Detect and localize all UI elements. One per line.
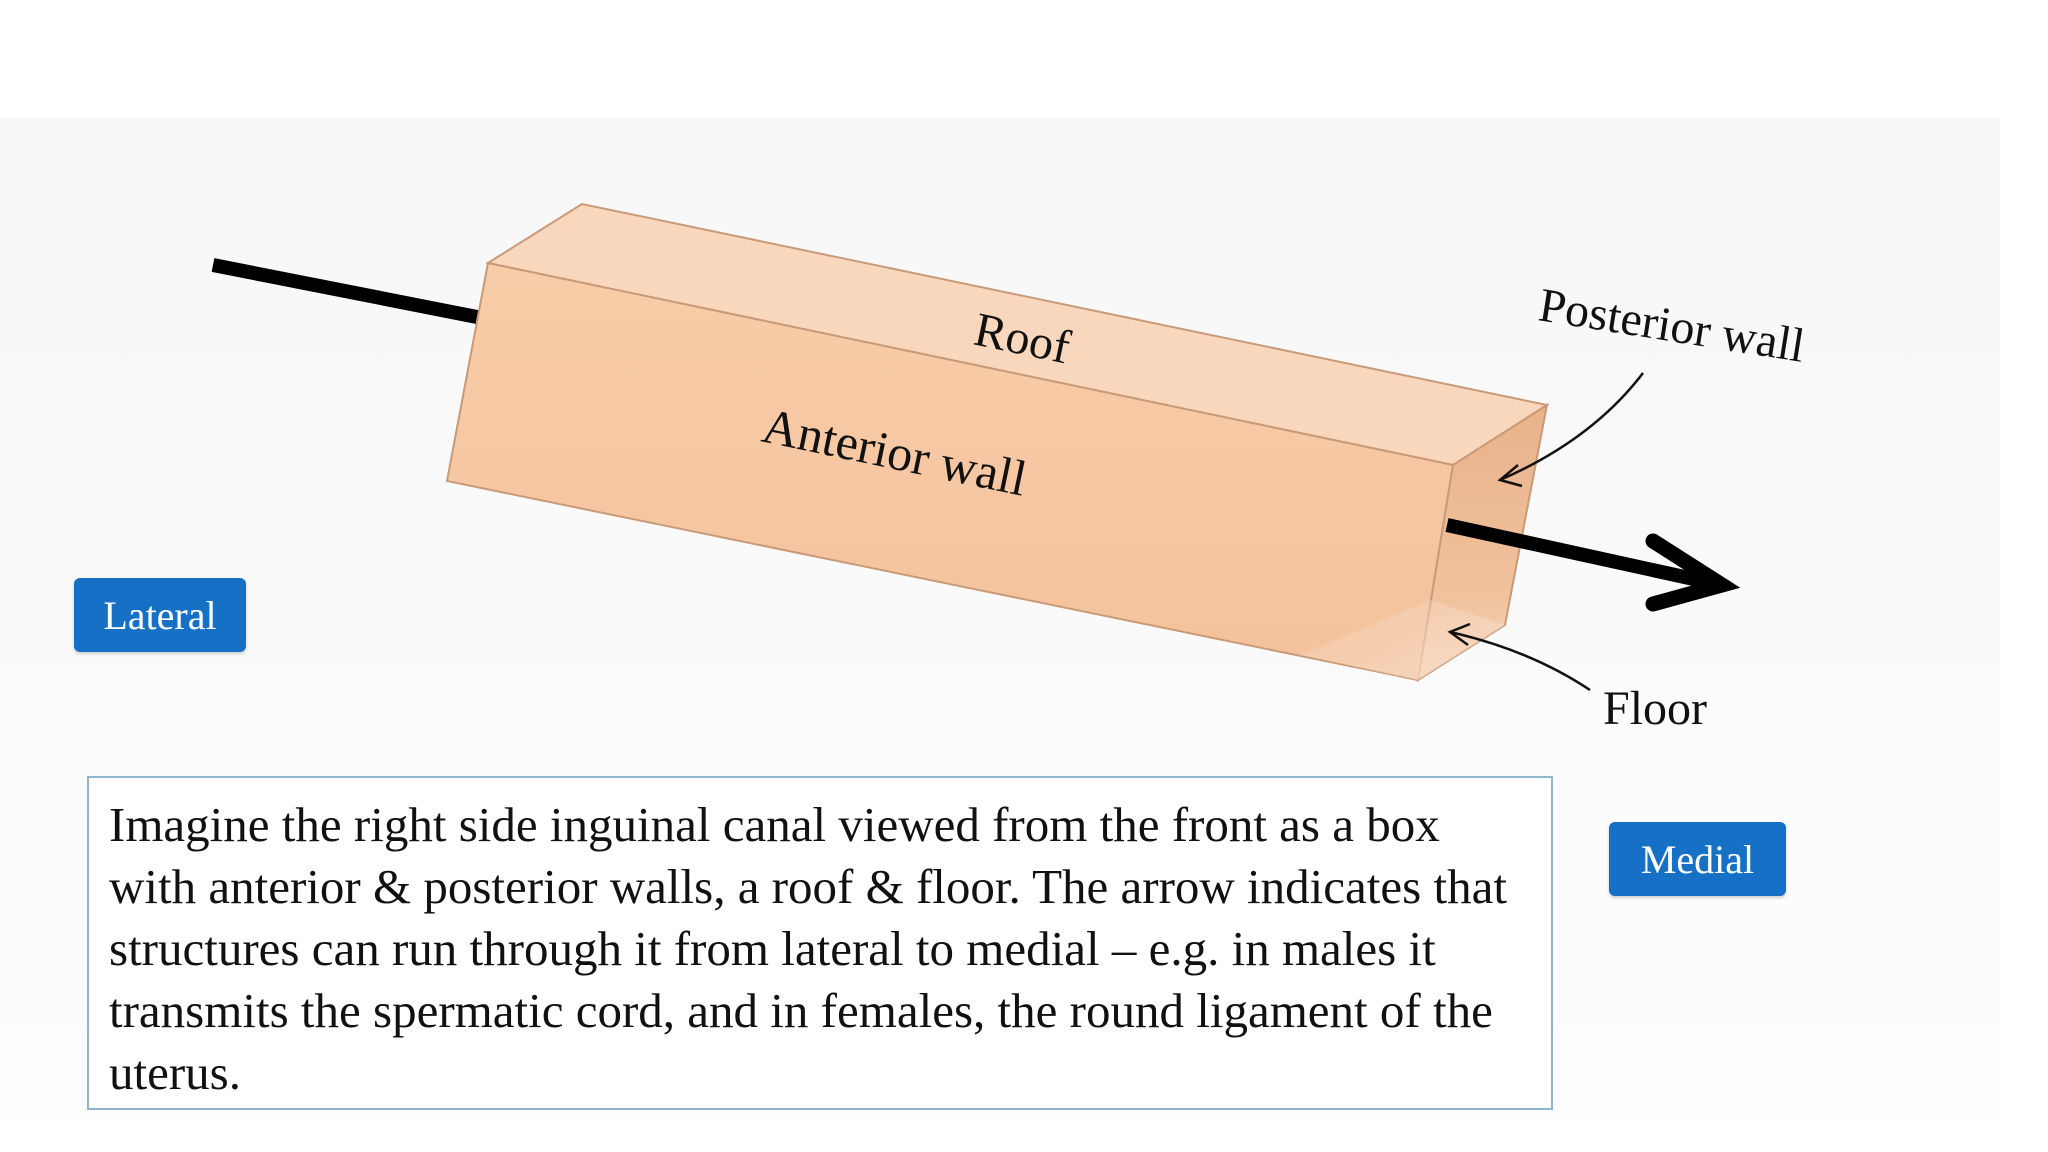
lateral-badge: Lateral [74, 578, 246, 652]
posterior-wall-pointer-line [1499, 372, 1644, 482]
floor-label: Floor [1603, 682, 1707, 735]
arrow-shaft-medial [1445, 518, 1714, 590]
arrowhead [1645, 533, 1741, 612]
floor-pointer-line [1449, 630, 1591, 692]
posterior-wall-pointer-head [1497, 464, 1523, 488]
caption-box: Imagine the right side inguinal canal vi… [87, 776, 1553, 1110]
arrow-shaft-lateral [211, 258, 484, 325]
box-floor-tint [1300, 600, 1505, 680]
medial-badge: Medial [1609, 822, 1786, 896]
posterior-wall-label: Posterior wall [1535, 279, 1808, 373]
floor-pointer-head [1447, 622, 1471, 647]
caption-text: Imagine the right side inguinal canal vi… [109, 797, 1507, 1100]
